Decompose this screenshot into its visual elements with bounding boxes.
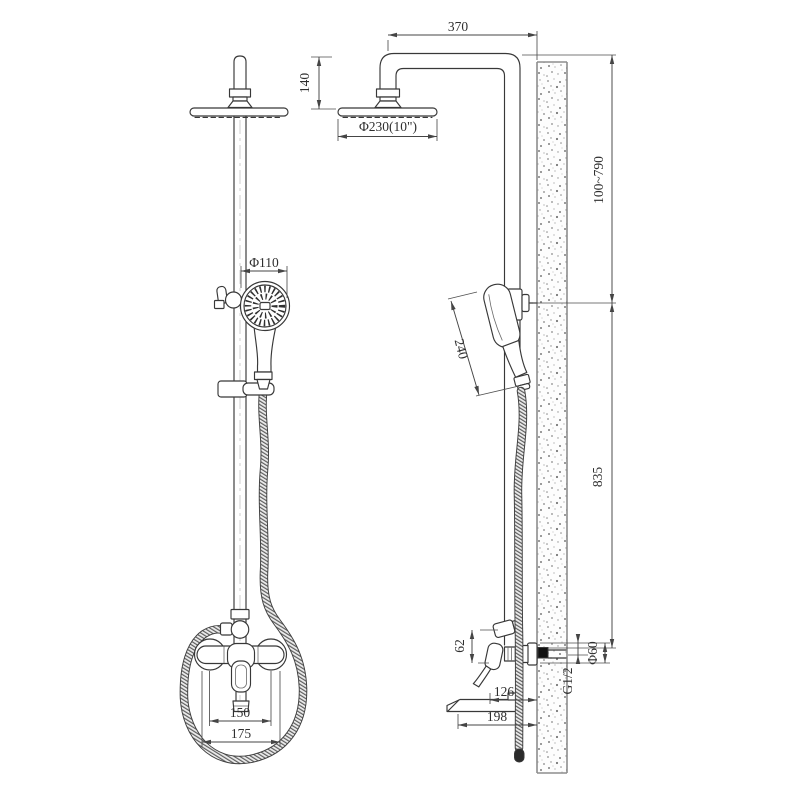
hand-shower-face [239,280,291,332]
hand-shower-side [483,283,531,392]
dim-valve-width-label: 175 [231,726,252,741]
dim-rain-head-diameter: Φ230(10") [337,119,438,141]
front-view [179,55,308,765]
column-coupling [230,608,250,620]
dim-escutcheon-diameter: Φ60 [540,641,610,665]
dim-inlet-thread: G1/2 [560,634,588,695]
wall-edges [536,61,568,774]
inlet-nipple [547,649,567,659]
dim-handle-clearance: 126 [489,684,537,704]
dim-arm-drop: 140 [297,56,336,110]
hose-fitting-square [219,622,233,636]
escutcheon-side [526,642,538,666]
hose-front [179,384,308,765]
hand-shower-handle [253,325,277,373]
dim-hand-shower-diameter: Φ110 [240,255,288,298]
spout-neck [235,691,247,702]
mixer-handle-front [230,660,252,693]
arm-flange [374,100,402,109]
dim-diverter-offset-label: 62 [452,639,467,653]
dim-handle-clearance-label: 126 [494,684,515,699]
dim-arm-drop-label: 140 [297,73,312,94]
head-collar [232,96,248,102]
shower-arm-inner [395,67,506,646]
dim-rain-head-diameter-label: Φ230(10") [359,119,417,134]
arm-nut [375,88,401,98]
wall-section [536,61,568,774]
head-flange [227,100,253,109]
hand-shower-nut [253,371,273,381]
hose-side [513,386,528,763]
dim-slider-range-label: 100~790 [591,156,606,204]
column-front [233,115,247,610]
side-view [337,52,567,763]
dimension-annotations: 370 140 Φ230(10") 100~790 835 [201,19,616,747]
hose-connector [256,378,271,390]
slider-ring [224,291,243,309]
dim-valve-width: 175 [201,671,281,747]
hose-end-cap [514,748,525,763]
hose-fitting-knob [230,620,250,639]
shower-arm-outer [379,52,521,646]
mixer-handle-side [472,642,504,688]
dim-spout-reach: 198 [457,709,537,729]
dim-hand-shower-length-label: 240 [452,337,472,361]
dim-arm-reach-label: 370 [448,19,469,34]
rain-head-side [337,107,438,117]
arm-collar [379,96,397,102]
diverter-block [213,299,225,310]
dim-body-height-label: 835 [590,467,605,488]
wall-anchor [537,647,549,659]
dim-inlet-thread-label: G1/2 [560,668,575,695]
spout-tip-line [447,699,460,712]
riser-top [233,55,247,90]
slider-knob [521,293,530,313]
rain-head-front [189,107,289,117]
dim-diverter-offset: 62 [452,629,498,664]
dim-spout-reach-label: 198 [487,709,508,724]
dim-slider-range: 100~790 [522,54,616,304]
dim-arm-reach: 370 [387,19,538,60]
dim-hand-shower-length: 240 [447,291,520,397]
dim-escutcheon-diameter-label: Φ60 [585,641,600,665]
mixer-front [193,638,288,713]
dim-hand-shower-diameter-label: Φ110 [249,255,279,270]
dim-inlet-centers: 150 [209,671,272,726]
wall-hatch [537,62,567,773]
spray-selector [259,301,271,311]
dim-inlet-centers-label: 150 [230,705,251,720]
head-nut [228,88,252,98]
